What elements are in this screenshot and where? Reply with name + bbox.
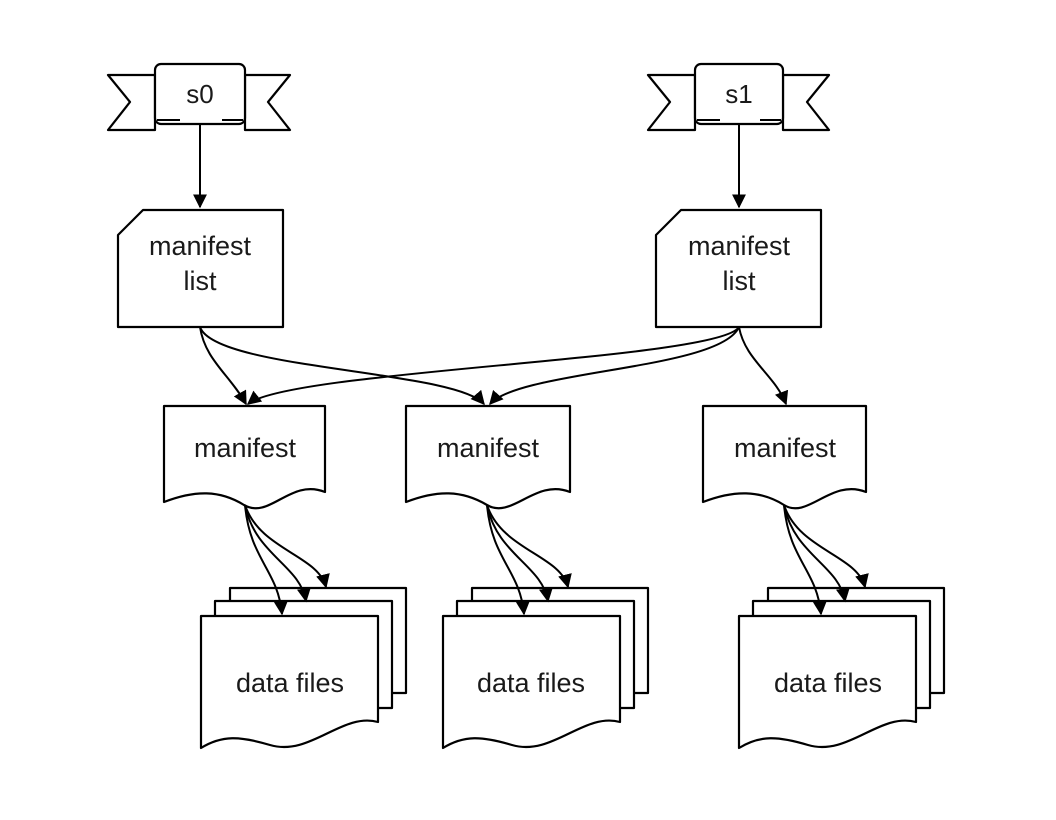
edge-manifest1-to-data bbox=[244, 504, 288, 616]
edge-list2-to-manifest1 bbox=[246, 326, 740, 405]
edge-manifest3-to-data bbox=[783, 504, 869, 589]
data-files-label: data files bbox=[236, 668, 344, 698]
manifest-1: manifest bbox=[162, 404, 327, 510]
snapshot-label: s1 bbox=[725, 79, 752, 109]
edge-list2-to-manifest3 bbox=[738, 326, 789, 406]
edge-manifest2-to-data bbox=[486, 504, 530, 616]
manifest-list-label-line2: list bbox=[723, 266, 756, 296]
data-files-label: data files bbox=[774, 668, 882, 698]
edge-manifest3-to-data bbox=[783, 504, 827, 616]
manifest-list-label-line1: manifest bbox=[688, 231, 791, 261]
edge-list1-to-manifest1 bbox=[199, 326, 247, 406]
banner-ribbon-left bbox=[646, 73, 697, 132]
edge-list1-to-manifest2 bbox=[199, 326, 485, 406]
edge-manifest2-to-data bbox=[486, 504, 553, 603]
banner-ribbon-right bbox=[781, 73, 831, 132]
manifest-list-label-line1: manifest bbox=[149, 231, 252, 261]
data-files-stack-3: data files bbox=[737, 586, 946, 750]
snapshot-s1: s1 bbox=[646, 62, 831, 132]
manifest-list-1: manifest list bbox=[116, 208, 285, 329]
edge-list2-to-manifest2 bbox=[489, 326, 740, 406]
manifest-label: manifest bbox=[437, 433, 540, 463]
snapshot-label: s0 bbox=[186, 79, 213, 109]
edge-manifest1-to-data bbox=[244, 504, 311, 603]
edges bbox=[193, 124, 869, 616]
edge-manifest2-to-data bbox=[486, 504, 572, 589]
data-files-label: data files bbox=[477, 668, 585, 698]
manifest-list-2: manifest list bbox=[654, 208, 823, 329]
edge-manifest1-to-data bbox=[244, 504, 330, 589]
data-files-stack-2: data files bbox=[441, 586, 650, 750]
edge-manifest3-to-data bbox=[783, 504, 850, 603]
banner-ribbon-left bbox=[106, 73, 157, 132]
banner-ribbon-right bbox=[243, 73, 292, 132]
data-files-stack-1: data files bbox=[199, 586, 408, 750]
manifest-label: manifest bbox=[734, 433, 837, 463]
manifest-label: manifest bbox=[194, 433, 297, 463]
snapshot-s0: s0 bbox=[106, 62, 292, 132]
manifest-2: manifest bbox=[404, 404, 572, 510]
manifest-list-label-line2: list bbox=[184, 266, 217, 296]
manifest-3: manifest bbox=[701, 404, 868, 510]
